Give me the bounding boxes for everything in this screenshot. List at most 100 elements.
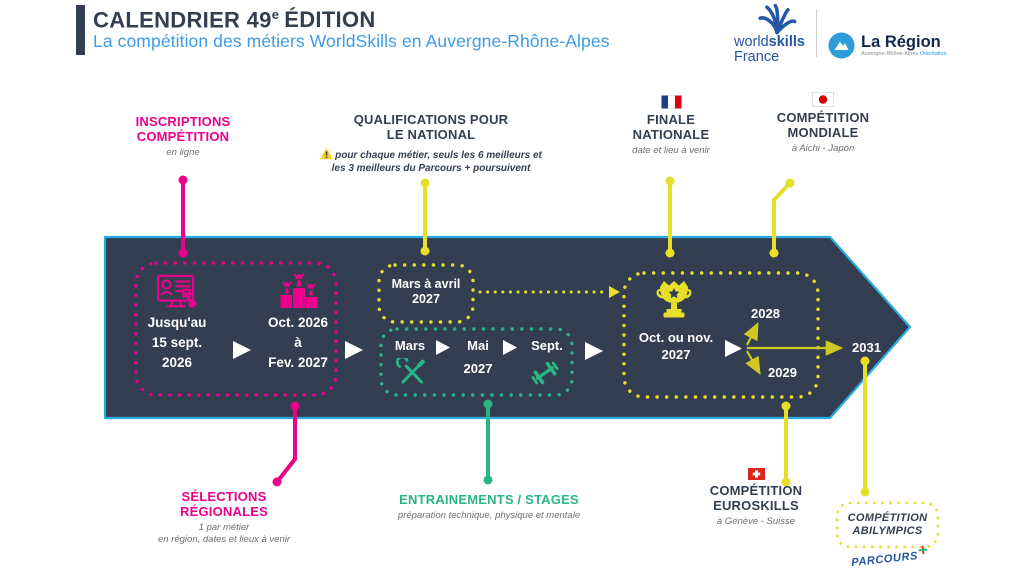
qualifications-connector bbox=[420, 178, 430, 256]
parcours-plus-logo: PARCOURS bbox=[850, 545, 928, 569]
annotation-mondiale: COMPÉTITION MONDIALE à Aichi - Japon bbox=[753, 92, 893, 155]
training-dotted-box bbox=[379, 327, 574, 397]
year-2029: 2029 bbox=[768, 365, 797, 380]
inscriptions-connector bbox=[178, 175, 188, 258]
annotation-abilympics: COMPÉTITION ABILYMPICS bbox=[837, 503, 938, 547]
year-2031: 2031 bbox=[852, 340, 881, 355]
finale-line2: 2027 bbox=[661, 346, 691, 362]
page-title: CALENDRIER 49e ÉDITION bbox=[93, 1, 376, 34]
training-month-3: Sept. bbox=[531, 338, 563, 353]
step1-dates: Jusqu'au 15 sept. 2026 bbox=[133, 313, 221, 373]
step2-line1: Oct. 2026 bbox=[267, 315, 329, 330]
inscriptions-line2: COMPÉTITION bbox=[136, 129, 230, 144]
japan-flag-icon bbox=[812, 92, 834, 107]
dumbbell-icon bbox=[531, 361, 559, 385]
registration-screen-icon bbox=[156, 274, 197, 308]
la-region-logo: La Région Auvergne-Rhône-Alpes Orientati… bbox=[828, 32, 947, 59]
finale-label-line2: NATIONALE bbox=[632, 127, 710, 142]
qualification-dotted-arrowhead bbox=[609, 286, 620, 298]
france-flag-icon bbox=[660, 95, 682, 109]
step1-line3: 2026 bbox=[161, 355, 193, 370]
title-suffix: ÉDITION bbox=[284, 7, 376, 33]
worldskills-france-label: France bbox=[734, 49, 780, 65]
title-text: CALENDRIER 49 bbox=[93, 7, 272, 33]
worldskills-word-world: world bbox=[734, 34, 769, 50]
step-arrow-icon bbox=[345, 341, 363, 359]
la-region-icon bbox=[828, 32, 855, 59]
selections-note2: en région, dates et lieux à venir bbox=[157, 533, 291, 545]
entrainements-connector bbox=[483, 399, 493, 485]
title-accent-bar bbox=[76, 5, 85, 55]
finale-dotted-box bbox=[622, 271, 820, 399]
abilympics-line1: COMPÉTITION bbox=[847, 511, 928, 524]
la-region-subtext: Auvergne-Rhône-Alpes Orientation bbox=[861, 51, 947, 58]
finale-note: date et lieu à venir bbox=[632, 145, 710, 156]
euroskills-line1: COMPÉTITION bbox=[709, 483, 803, 498]
page-subtitle: La compétition des métiers WorldSkills e… bbox=[93, 31, 610, 51]
annotation-qualifications: QUALIFICATIONS POUR LE NATIONAL pour cha… bbox=[301, 112, 561, 175]
qualification-dates: Mars à avril 2027 bbox=[380, 277, 472, 307]
selections-note1: 1 par métier bbox=[198, 522, 250, 533]
worldskills-word-skills: skills bbox=[768, 34, 805, 50]
step1-line1: Jusqu'au bbox=[147, 315, 207, 330]
parcours-plus-icon bbox=[918, 545, 928, 555]
finale-label-line1: FINALE bbox=[646, 112, 696, 127]
finale-line1: Oct. ou nov. bbox=[638, 330, 714, 345]
timeline-arrow-shape bbox=[103, 235, 912, 420]
la-region-area: Auvergne-Rhône-Alpes bbox=[861, 50, 919, 57]
annotation-finale: FINALE NATIONALE date et lieu à venir bbox=[601, 95, 741, 157]
step1-line2: 15 sept. bbox=[151, 335, 203, 350]
abilympics-connector bbox=[860, 356, 870, 497]
logo-divider bbox=[816, 9, 817, 57]
step-arrow-icon bbox=[503, 340, 517, 355]
selections-line2: RÉGIONALES bbox=[180, 504, 268, 519]
qualifications-line1: QUALIFICATIONS POUR bbox=[353, 112, 509, 127]
mondiale-line1: COMPÉTITION bbox=[776, 110, 870, 125]
euroskills-line2: EUROSKILLS bbox=[713, 498, 799, 513]
mondiale-note: à Aichi - Japon bbox=[791, 143, 855, 154]
mondiale-line2: MONDIALE bbox=[787, 125, 859, 140]
abilympics-line2: ABILYMPICS bbox=[852, 525, 923, 537]
step-arrow-icon bbox=[436, 340, 450, 355]
tools-icon bbox=[396, 358, 425, 384]
worldskills-wordmark: worldskills bbox=[722, 35, 818, 50]
qualification-line2: 2027 bbox=[412, 292, 440, 306]
podium-icon bbox=[280, 273, 318, 308]
training-month-1: Mars bbox=[394, 338, 426, 353]
annotation-selections: SÉLECTIONS RÉGIONALES 1 par métier en ré… bbox=[124, 489, 324, 545]
annotation-inscriptions: INSCRIPTIONS COMPÉTITION en ligne bbox=[103, 114, 263, 159]
qualification-line1: Mars à avril bbox=[391, 277, 461, 291]
selections-line1: SÉLECTIONS bbox=[181, 489, 267, 504]
future-years-arrows bbox=[743, 322, 844, 375]
switzerland-flag-icon bbox=[747, 468, 765, 480]
annotation-entrainements: ENTRAINEMENTS / STAGES préparation techn… bbox=[359, 492, 619, 522]
worldskills-hand-icon bbox=[758, 3, 797, 35]
la-region-orientation: Orientation bbox=[919, 50, 947, 57]
finale-connector bbox=[665, 176, 675, 258]
step2-line2: à bbox=[294, 335, 302, 350]
step2-line3: Fev. 2027 bbox=[268, 355, 328, 370]
qualifications-warning: pour chaque métier, seuls les 6 meilleur… bbox=[301, 148, 561, 175]
training-year: 2027 bbox=[463, 361, 493, 376]
finale-dates: Oct. ou nov. 2027 bbox=[627, 330, 725, 363]
warning-icon bbox=[320, 148, 334, 160]
step-arrow-icon bbox=[725, 340, 742, 357]
entrainements-title: ENTRAINEMENTS / STAGES bbox=[399, 492, 579, 507]
abilympics-dotted-box bbox=[835, 501, 940, 549]
qualifications-line2: LE NATIONAL bbox=[386, 127, 476, 142]
qualifications-warning2: les 3 meilleurs du Parcours + poursuiven… bbox=[331, 162, 531, 174]
step-arrow-icon bbox=[233, 341, 251, 359]
inscriptions-line1: INSCRIPTIONS bbox=[135, 114, 231, 129]
mondiale-connector bbox=[769, 178, 795, 258]
la-region-name: La Région bbox=[861, 32, 941, 51]
step-arrow-icon bbox=[585, 342, 603, 360]
title-superscript: e bbox=[271, 7, 280, 22]
training-month-2: Mai bbox=[467, 338, 489, 353]
selections-note: 1 par métier en région, dates et lieux à… bbox=[124, 522, 324, 545]
registration-dotted-box bbox=[134, 261, 338, 397]
inscriptions-note: en ligne bbox=[166, 147, 200, 158]
step2-dates: Oct. 2026 à Fev. 2027 bbox=[256, 313, 340, 373]
entrainements-note: préparation technique, physique et menta… bbox=[397, 510, 581, 521]
